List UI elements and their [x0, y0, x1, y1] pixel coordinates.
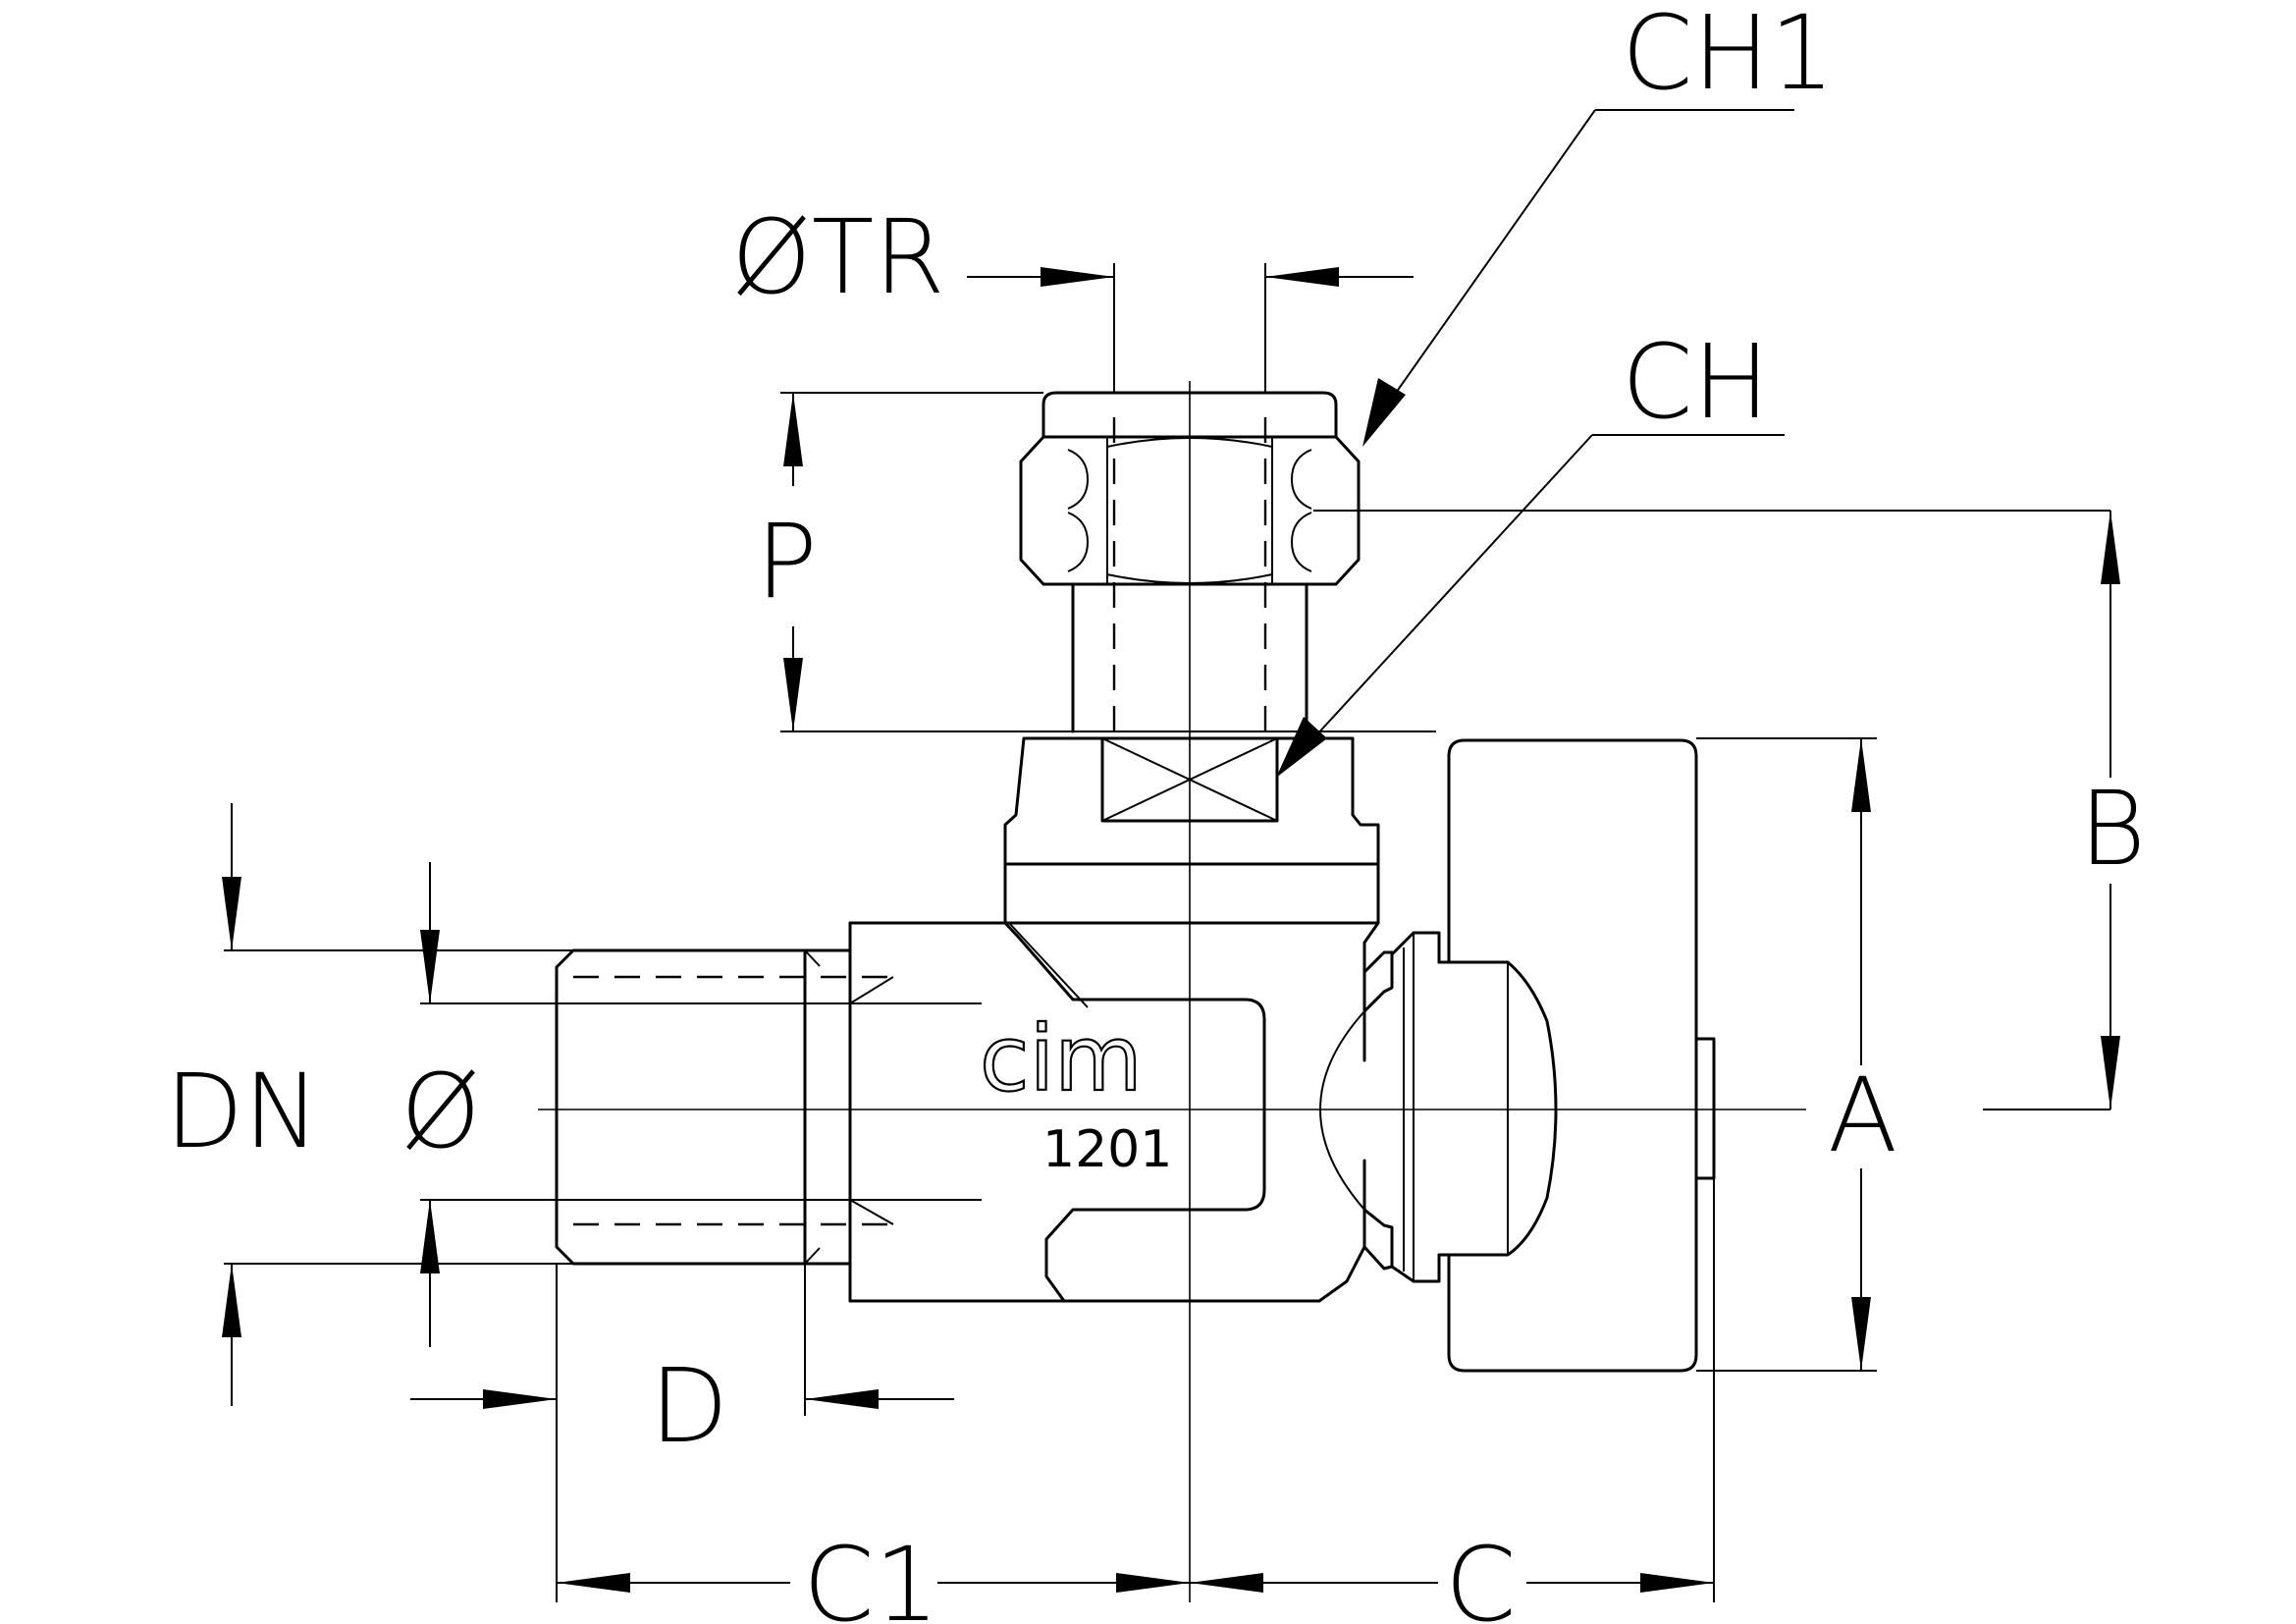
c-arrow-left [1190, 1573, 1263, 1593]
d-arrow-right [805, 1389, 879, 1409]
a-label: A [1828, 1056, 1897, 1175]
p-arrow-bottom [783, 658, 803, 731]
handwheel [1390, 738, 1716, 1373]
dimension-lines [222, 109, 2120, 1602]
b-arrow-top [2101, 511, 2120, 584]
d-arrow-left [483, 1389, 557, 1409]
dimension-labels: CH1 ØTR CH P B A DN Ø D C1 C [165, 0, 2146, 1624]
otr-arrow-right [1265, 267, 1339, 287]
b-label: B [2079, 769, 2146, 889]
otr-label: ØTR [731, 197, 945, 317]
otr-arrow-left [1041, 267, 1114, 287]
dia-arrow-top [420, 930, 440, 1003]
c-arrow-right [1640, 1573, 1714, 1593]
valve-body: cim 1201 [848, 921, 1394, 1303]
dn-arrow-top [222, 877, 241, 950]
p-arrow-top [783, 393, 803, 466]
a-arrow-top [1851, 738, 1871, 812]
body-brand-marking: cim [980, 1006, 1143, 1111]
c1-arrow-right [1116, 1573, 1190, 1593]
p-label: P [756, 502, 818, 622]
ch-leader-arrow [1276, 717, 1327, 778]
dn-arrow-bottom [222, 1264, 241, 1337]
compression-nut [1019, 391, 1361, 731]
diameter-label: Ø [400, 1052, 481, 1171]
ch1-leader-arrow [1362, 378, 1406, 447]
body-model-marking: 1201 [1042, 1120, 1172, 1179]
a-arrow-bottom [1851, 1297, 1871, 1371]
c-label: C [1445, 1525, 1517, 1624]
ch1-label: CH1 [1622, 0, 1835, 113]
pipe-stub [1071, 582, 1308, 733]
body-neck [1003, 736, 1380, 925]
d-label: D [650, 1346, 728, 1466]
ch-label: CH [1622, 322, 1770, 442]
threaded-inlet [555, 948, 982, 1266]
c1-label: C1 [803, 1525, 939, 1624]
b-arrow-bottom [2101, 1036, 2120, 1110]
c1-arrow-left [557, 1573, 630, 1593]
dia-arrow-bottom [420, 1200, 440, 1273]
dn-label: DN [165, 1052, 320, 1171]
